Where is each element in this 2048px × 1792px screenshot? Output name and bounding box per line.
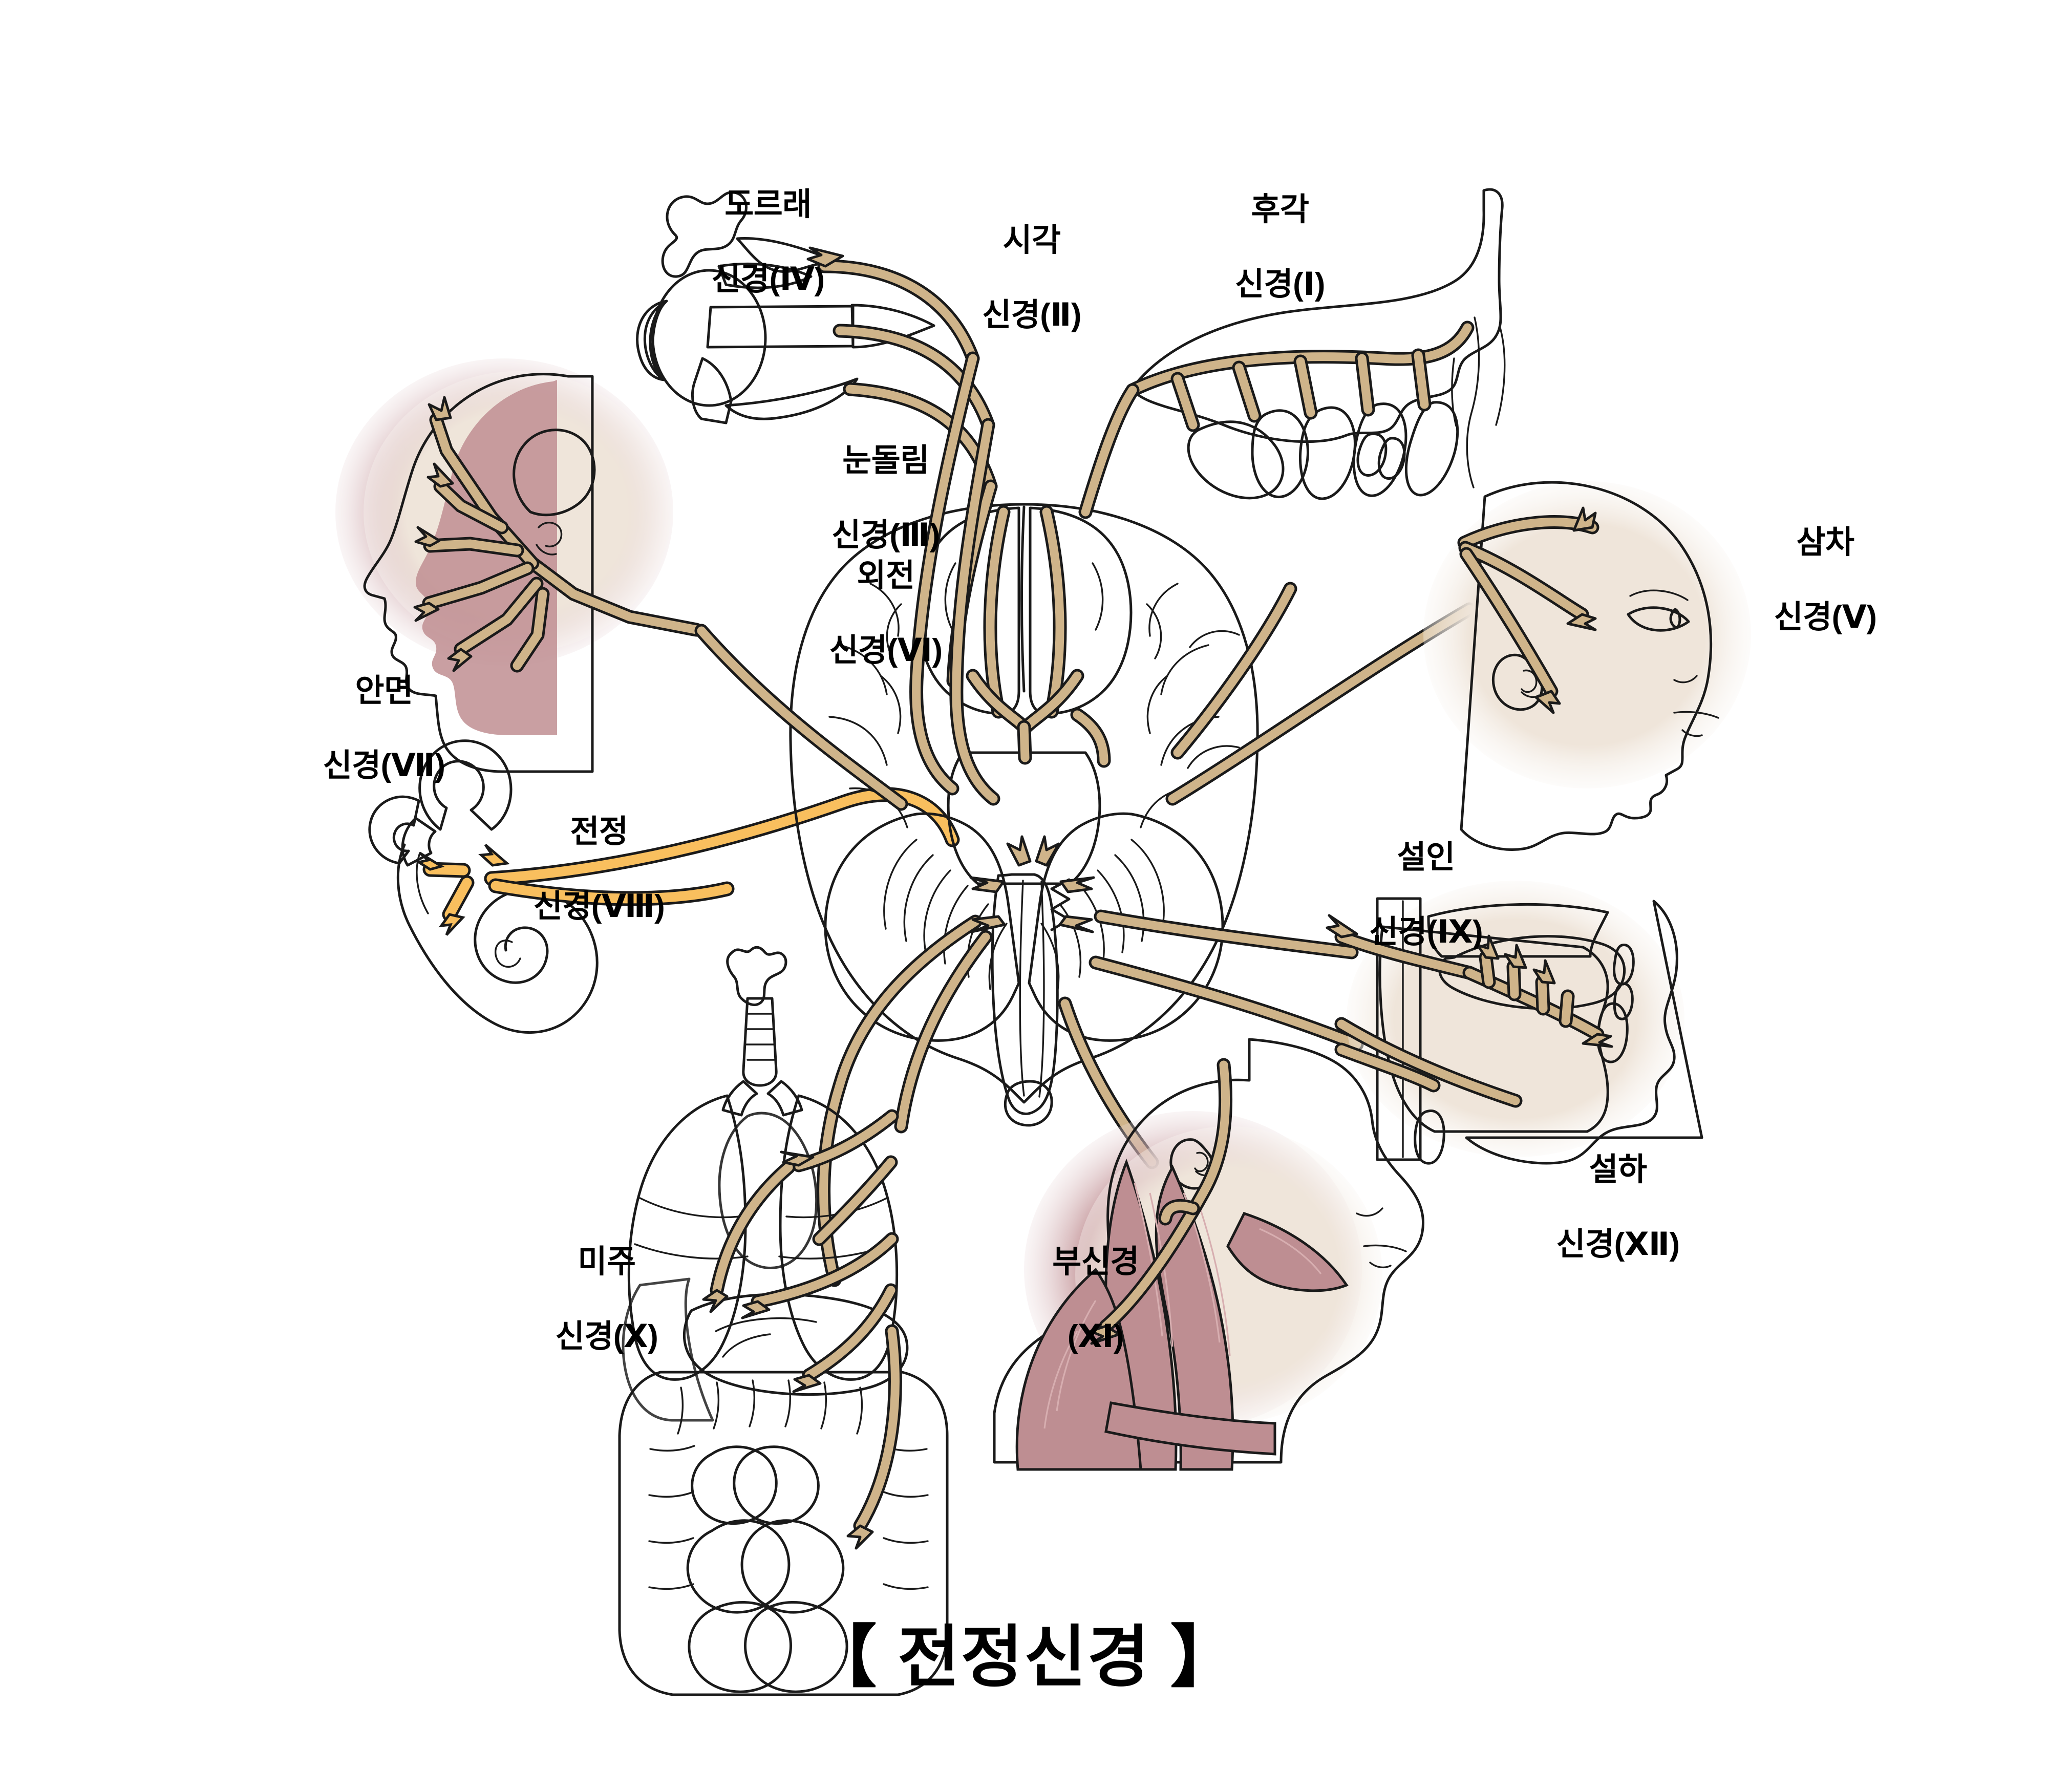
cranial-nerve-roots: [694, 351, 1477, 1287]
illustration-face-profile-trigeminal: [1423, 481, 1751, 851]
illustration-inner-ear: [368, 739, 960, 1034]
label-abducens-line2: 신경(Ⅵ): [829, 633, 943, 669]
label-olfactory-nerve: 후각 신경(Ⅰ): [1172, 154, 1388, 304]
label-glossopharyngeal-nerve: 설인 신경(Ⅸ): [1318, 801, 1533, 951]
label-trigeminal-nerve: 삼차 신경(Ⅴ): [1718, 486, 1933, 636]
label-oculomotor-line1: 눈돌림: [842, 443, 929, 479]
label-vestibulocochlear-nerve: 전정 신경(Ⅷ): [492, 776, 707, 926]
label-trochlear-line1: 도르래: [724, 187, 812, 223]
trigeminal-branches: [1457, 506, 1599, 714]
tongue-nerve-branches: [1326, 914, 1613, 1108]
illustration-nasal-cavity-olfactory: [1125, 188, 1506, 500]
illustration-face-profile-facial-nerve: [335, 358, 703, 773]
label-accessory-line1: 부신경: [1052, 1244, 1139, 1280]
label-olfactory-line1: 후각: [1251, 192, 1309, 228]
label-trochlear-nerve: 도르래 신경(Ⅳ): [660, 148, 876, 298]
label-facial-nerve: 안면 신경(Ⅶ): [276, 635, 492, 785]
olfactory-nerve-fibres: [1125, 321, 1475, 432]
vestibulocochlear-nerve-highlight: [415, 787, 960, 936]
label-facial-line2: 신경(Ⅶ): [323, 748, 445, 784]
label-vagus-line2: 신경(Ⅹ): [555, 1319, 658, 1355]
label-vagus-nerve: 미주 신경(Ⅹ): [499, 1206, 714, 1356]
label-hypoglossal-line2: 신경(ⅩⅡ): [1556, 1227, 1680, 1263]
label-vestibular-line2: 신경(Ⅷ): [533, 889, 665, 925]
label-glossopharyngeal-line1: 설인: [1397, 840, 1455, 876]
label-glossopharyngeal-line2: 신경(Ⅸ): [1369, 914, 1483, 950]
label-optic-line2: 신경(Ⅱ): [982, 297, 1081, 333]
label-trochlear-line2: 신경(Ⅳ): [711, 262, 825, 297]
facial-nerve-branches: [413, 396, 703, 673]
figure-title: 【 전정신경 】: [809, 1619, 1239, 1695]
accessory-nerve-branches: [1089, 1058, 1233, 1345]
label-hypoglossal-line1: 설하: [1589, 1152, 1647, 1188]
label-facial-line1: 안면: [355, 673, 413, 709]
label-abducens-line1: 외전: [857, 558, 915, 594]
illustration-mouth-tongue-sagittal: [1326, 881, 1703, 1165]
label-optic-nerve: 시각 신경(Ⅱ): [924, 184, 1139, 334]
label-abducens-nerve: 외전 신경(Ⅵ): [778, 520, 993, 670]
label-trigeminal-line1: 삼차: [1796, 525, 1854, 561]
label-vestibular-line1: 전정: [570, 814, 628, 850]
label-oculomotor-nerve: 눈돌림 신경(Ⅲ): [778, 404, 993, 554]
illustration-viscera-vagus: [618, 946, 949, 1696]
illustration-brain-inferior-view: [694, 351, 1477, 1287]
label-accessory-line2: (ⅩⅠ): [1067, 1319, 1124, 1355]
label-vagus-line1: 미주: [578, 1244, 636, 1280]
label-olfactory-line2: 신경(Ⅰ): [1235, 267, 1325, 303]
label-trigeminal-line2: 신경(Ⅴ): [1774, 600, 1877, 635]
label-accessory-nerve: 부신경 (ⅩⅠ): [988, 1206, 1203, 1356]
label-optic-line1: 시각: [1002, 223, 1061, 259]
illustration-neck-accessory-nerve: [993, 1038, 1424, 1471]
label-hypoglossal-nerve: 설하 신경(ⅩⅡ): [1510, 1114, 1725, 1264]
label-oculomotor-line2: 신경(Ⅲ): [831, 518, 940, 553]
vagus-nerve-branches: [702, 1109, 902, 1550]
